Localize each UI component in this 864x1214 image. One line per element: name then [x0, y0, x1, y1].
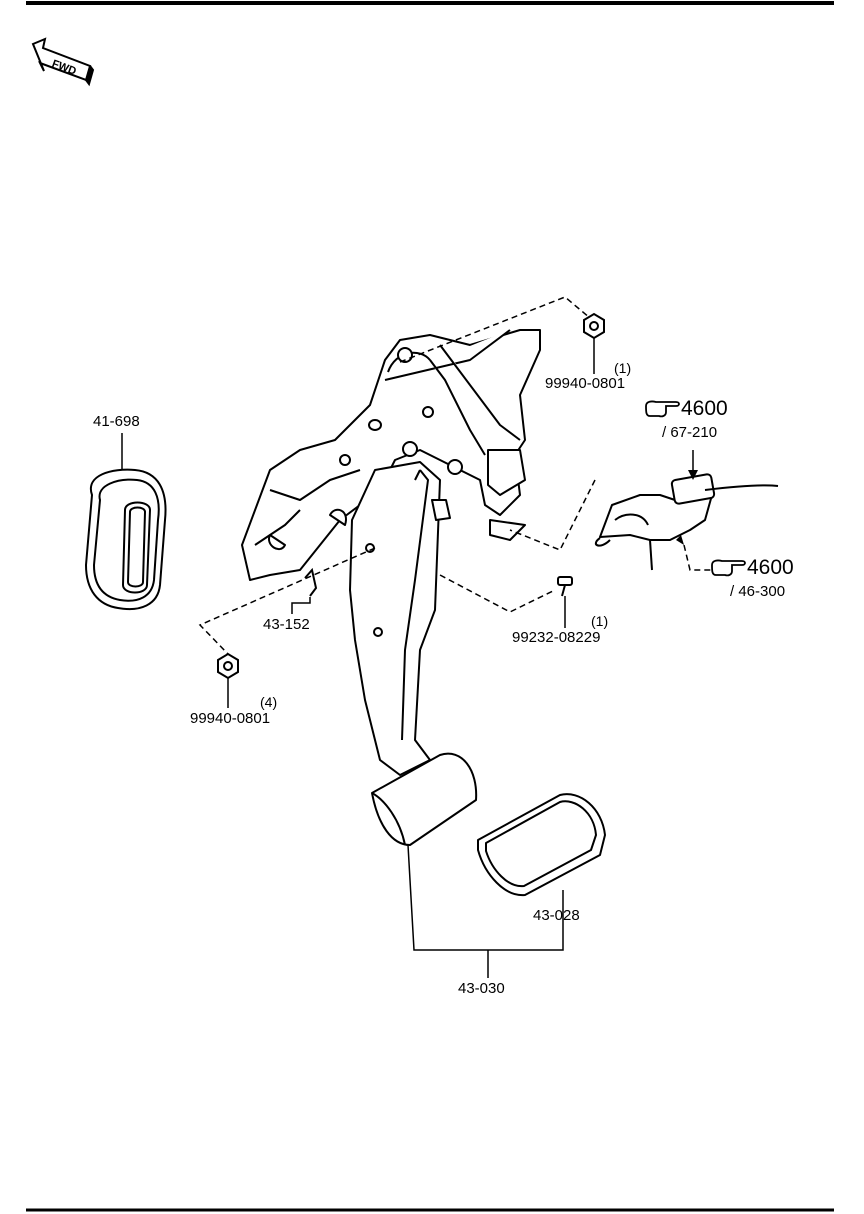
pointing-hand-icon — [711, 559, 746, 577]
qty-bolt: (1) — [591, 613, 609, 629]
brake-switch-assembly — [594, 473, 779, 571]
label-nut-bottom: 99940-0801 — [190, 710, 271, 727]
ref-sub-1[interactable]: / 67-210 — [662, 424, 718, 441]
fwd-arrow-icon: FWD — [31, 37, 95, 87]
ref-page-1[interactable]: 4600 — [681, 397, 728, 420]
qty-nut-top: (1) — [614, 360, 632, 376]
label-nut-top: 99940-0801 — [545, 375, 626, 392]
grommet-part — [84, 468, 167, 610]
pedal-pad-assembly — [371, 752, 478, 846]
pedal-arm — [349, 461, 451, 776]
label-grommet: 41-698 — [93, 413, 140, 430]
pedal-bracket — [241, 329, 541, 581]
ref-page-2[interactable]: 4600 — [747, 556, 794, 579]
label-pedal-assembly: 43-030 — [458, 980, 505, 997]
label-bolt: 99232-08229 — [512, 629, 601, 646]
qty-nut-bottom: (4) — [260, 694, 278, 710]
pad-cover — [477, 793, 606, 897]
clip-icon — [304, 567, 318, 597]
ref-arrow-icon — [688, 470, 698, 480]
ref-arrow-icon — [676, 535, 684, 545]
nut-bottom-icon — [217, 652, 239, 680]
pointing-hand-icon — [645, 400, 680, 418]
dashed-leaders — [198, 296, 712, 655]
ref-sub-2[interactable]: / 46-300 — [730, 583, 786, 600]
label-pad: 43-028 — [533, 907, 580, 924]
nut-top-icon — [583, 312, 605, 340]
label-clip: 43-152 — [263, 616, 310, 633]
bolt-icon — [557, 576, 573, 597]
